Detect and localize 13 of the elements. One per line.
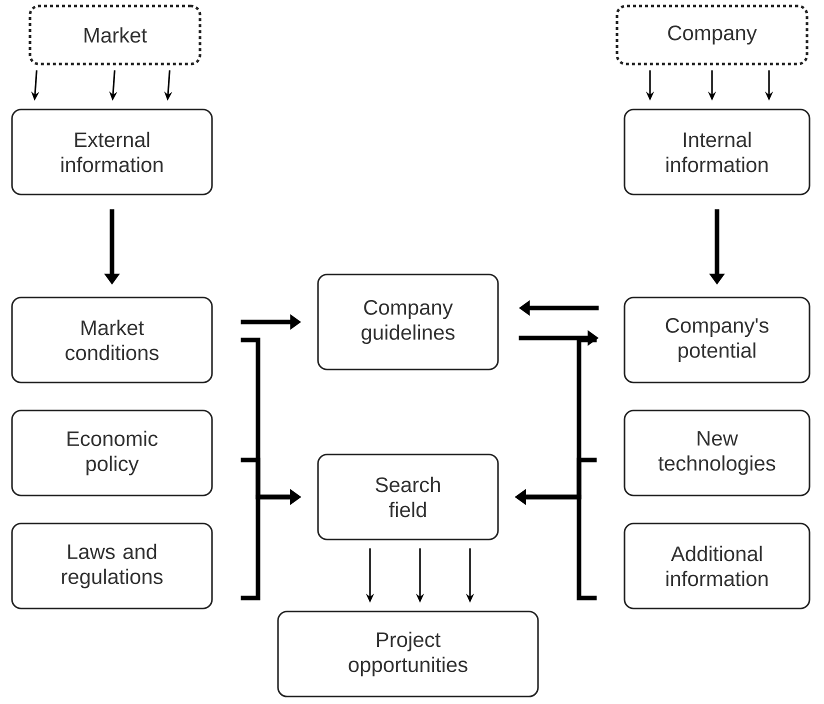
- process-box: Economic policy: [11, 410, 213, 496]
- process-box: Market conditions: [11, 296, 213, 384]
- process-box: Project opportunities: [277, 610, 539, 698]
- process-box: Additional information: [624, 522, 810, 610]
- process-box: Company's potential: [624, 296, 810, 384]
- process-box: New technologies: [624, 410, 810, 496]
- process-box: Search field: [317, 454, 499, 540]
- source-box: Company: [616, 4, 808, 66]
- process-box: Internal information: [624, 108, 810, 196]
- source-box: Market: [28, 4, 202, 66]
- process-box: Company guidelines: [317, 274, 499, 370]
- process-box: Laws and regulations: [11, 522, 213, 610]
- process-box: External information: [11, 108, 213, 196]
